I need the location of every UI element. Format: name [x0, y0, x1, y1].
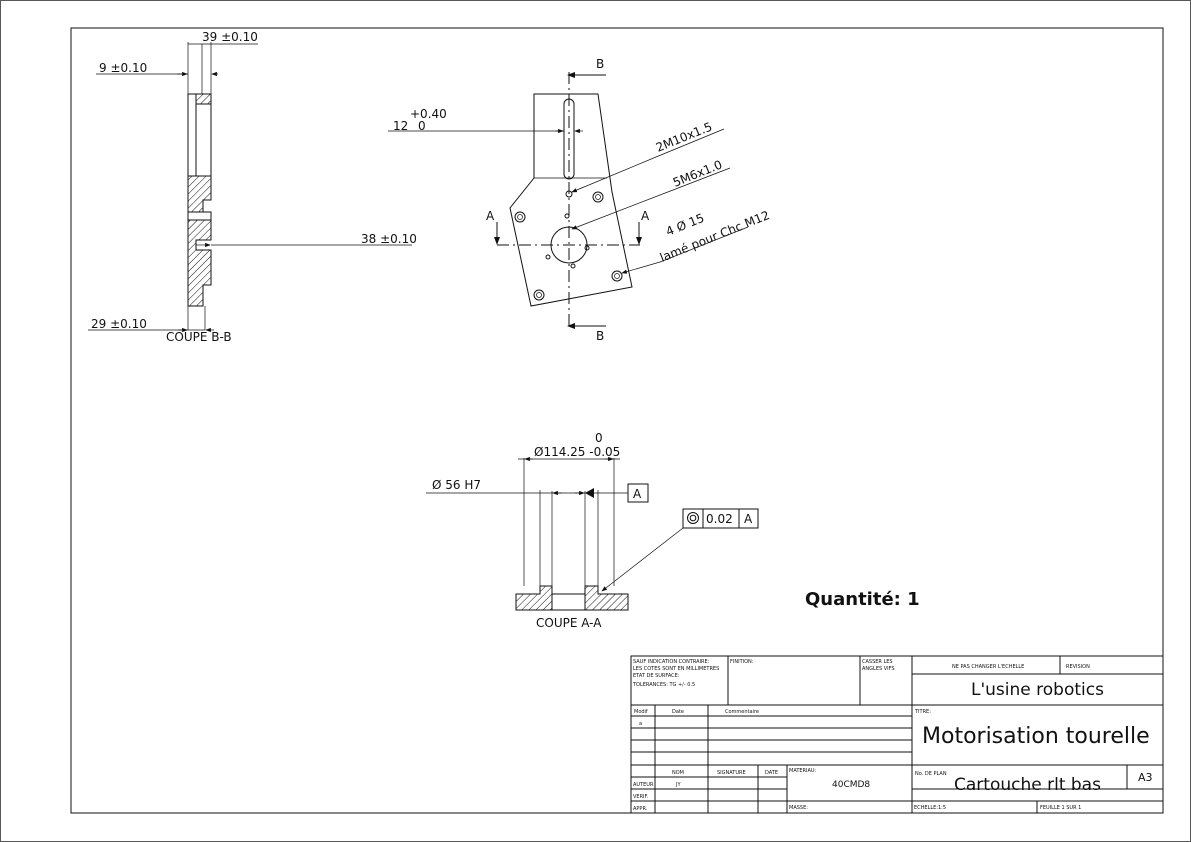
note-2m10: 2M10x1.5	[654, 120, 714, 155]
section-bb-label: COUPE B-B	[166, 330, 232, 344]
finish-label: FINITION:	[730, 659, 754, 665]
general-note-4: TOLERANCES: TG +/- 0.5	[632, 682, 695, 688]
section-marker-b-top: B	[596, 57, 604, 71]
role-author: AUTEUR	[633, 782, 654, 788]
dim-38: 38 ±0.10	[361, 232, 417, 246]
scale-value: ECHELLE:1:5	[914, 805, 946, 811]
tolerance-datum: A	[744, 512, 753, 526]
rev-header-comment: Commentaire	[725, 709, 759, 715]
general-note-3: ETAT DE SURFACE:	[633, 673, 680, 679]
tolerance-value: 0.02	[706, 512, 733, 526]
dim-114-upper: 0	[595, 431, 603, 445]
quantity-label: Quantité: 1	[805, 589, 920, 610]
sheet-number: FEUILLE 1 SUR 1	[1040, 805, 1081, 811]
material-value: 40CMD8	[832, 780, 870, 790]
dim-12-lower: 0	[418, 119, 426, 133]
drawing-number: Cartouche rlt bas	[954, 775, 1101, 795]
section-aa-label: COUPE A-A	[536, 616, 602, 630]
role-verif: VERIF.	[633, 794, 649, 800]
section-aa-view: 0 Ø114.25 -0.05 Ø 56 H7 A 0.02 A COUPE A…	[426, 431, 759, 630]
break-edges-1: CASSER LES	[862, 659, 893, 665]
section-marker-a-left: A	[486, 209, 495, 223]
drawing-title: Motorisation tourelle	[922, 724, 1150, 749]
dim-29: 29 ±0.10	[91, 317, 147, 331]
drawing-no-label: No. DE PLAN	[915, 771, 947, 777]
general-note-2: LES COTES SONT EN MILLIMETRES	[633, 666, 719, 672]
rev-header-modif: Modif	[634, 709, 648, 715]
section-marker-a-right: A	[641, 209, 650, 223]
rev-row-1: a	[639, 721, 642, 727]
drawing-frame	[70, 27, 1164, 814]
rev-header-date: Date	[672, 709, 684, 715]
dim-12: 12	[393, 119, 408, 133]
dim-12-tol: +0.40	[410, 107, 447, 121]
no-scale-note: NE PAS CHANGER L'ECHELLE	[952, 664, 1024, 670]
dim-39: 39 ±0.10	[202, 30, 258, 44]
dim-9: 9 ±0.10	[99, 61, 147, 75]
title-label: TITRE:	[914, 709, 931, 715]
sheet-format: A3	[1138, 771, 1153, 784]
revision-label: REVISION	[1066, 664, 1090, 670]
author-name: JY	[675, 782, 681, 788]
material-label: MATERIAU:	[789, 768, 817, 774]
section-bb-view: 39 ±0.10 9 ±0.10 38 ±0.10 29 ±0.10 COUPE…	[88, 30, 417, 344]
title-block: SAUF INDICATION CONTRAIRE: LES COTES SON…	[630, 655, 1164, 814]
dim-114: Ø114.25 -0.05	[534, 445, 620, 459]
break-edges-2: ANGLES VIFS	[862, 666, 895, 672]
sig-header-date: DATE	[765, 770, 778, 776]
role-appr: APPR.	[633, 806, 648, 812]
company-name: L'usine robotics	[971, 680, 1104, 700]
dim-56: Ø 56 H7	[432, 478, 481, 492]
sig-header-signature: SIGNATURE	[717, 770, 746, 776]
note-5m6: 5M6x1.0	[671, 157, 724, 189]
mass-label: MASSE:	[789, 805, 808, 811]
general-note-1: SAUF INDICATION CONTRAIRE:	[633, 659, 710, 665]
sig-header-name: NOM	[672, 770, 684, 776]
datum-a: A	[633, 487, 642, 501]
section-marker-b-bottom: B	[596, 329, 604, 343]
front-view: +0.40 12 0 2M10x1.5 5M6x1.0 4 Ø 15 lamé …	[388, 57, 772, 343]
